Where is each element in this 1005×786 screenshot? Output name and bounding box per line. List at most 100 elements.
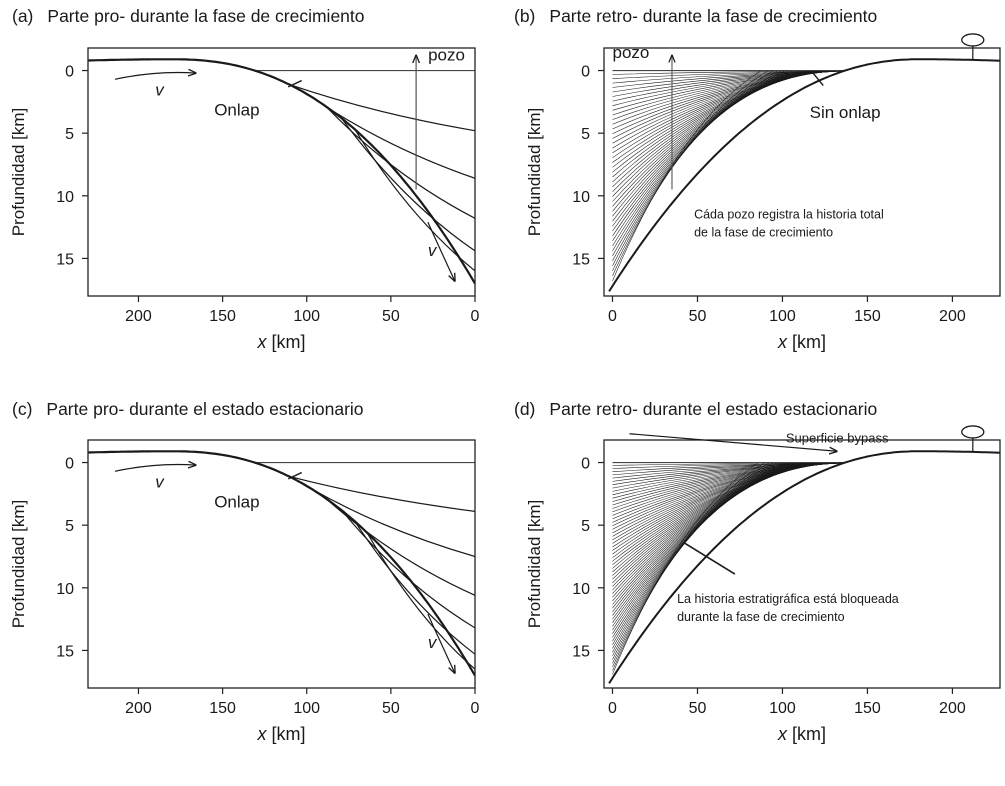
- panel-tag: (c): [12, 399, 33, 419]
- note-line-1: La historia estratigráfica está bloquead…: [677, 592, 899, 606]
- stratum-line: [612, 70, 795, 237]
- x-tick-label: 150: [854, 700, 881, 717]
- sin-onlap-label: Sin onlap: [810, 103, 881, 122]
- panel-d: (d) Parte retro- durante el estado estaci…: [502, 393, 1004, 786]
- x-axis-label: x [km]: [257, 724, 306, 744]
- stratum-line: [612, 462, 769, 668]
- stratum-line: [612, 462, 796, 627]
- stratum-line: [354, 129, 475, 272]
- x-axis-label: x [km]: [257, 332, 306, 352]
- y-tick-label: 10: [572, 189, 590, 206]
- panel-tag: (d): [514, 399, 536, 419]
- y-tick-label: 0: [65, 64, 74, 81]
- y-tick-label: 15: [56, 643, 74, 660]
- panel-title-text: Parte retro- durante el estado estaciona…: [549, 399, 878, 419]
- stratum-line: [612, 462, 799, 620]
- stratum-line: [612, 462, 806, 602]
- x-tick-label: 200: [125, 308, 152, 325]
- stratum-line: [612, 462, 801, 616]
- velocity-arrow: [114, 464, 196, 472]
- velocity-label-bottom: v: [428, 241, 438, 260]
- x-tick-label: 0: [471, 308, 480, 325]
- panel-title: (a)Parte pro- durante la fase de crecimi…: [12, 6, 365, 27]
- stratum-line: [612, 70, 790, 247]
- onlap-label: Onlap: [214, 493, 259, 512]
- stratum-line: [612, 70, 807, 207]
- stratum-line: [612, 462, 765, 671]
- bypass-arrow: [629, 433, 836, 452]
- note-line-2: de la fase de crecimiento: [694, 225, 833, 239]
- axes-frame: [87, 47, 476, 297]
- x-tick-label: 150: [209, 308, 236, 325]
- surface-line: [608, 450, 1000, 684]
- x-tick-label: 100: [293, 700, 320, 717]
- note-pointer: [683, 542, 736, 575]
- x-tick-label: 0: [471, 700, 480, 717]
- y-axis-label: Profundidad [km]: [9, 500, 28, 629]
- surface-line: [88, 58, 475, 285]
- y-tick-label: 15: [572, 251, 590, 268]
- plot-area: [88, 450, 475, 677]
- x-tick-label: 100: [293, 308, 320, 325]
- note-line-1: Cáda pozo registra la historia total: [694, 207, 884, 221]
- stratum-line: [612, 462, 817, 569]
- y-tick-label: 5: [65, 126, 74, 143]
- stratum-line: [612, 70, 778, 267]
- y-tick-label: 0: [65, 456, 74, 473]
- x-axis-label: x [km]: [777, 724, 826, 744]
- stratum-line: [612, 70, 803, 217]
- stratum-line: [612, 462, 773, 664]
- stratum-line: [341, 117, 475, 252]
- panel-title: (b) Parte retro- durante la fase de creci…: [514, 6, 877, 27]
- y-tick-label: 0: [581, 64, 590, 81]
- panel-tag: (b): [514, 6, 536, 26]
- stratum-line: [341, 509, 475, 629]
- stratum-line: [354, 521, 475, 655]
- y-tick-label: 15: [56, 251, 74, 268]
- note-line-2: durante la fase de crecimiento: [677, 610, 845, 624]
- stratum-line: [612, 462, 818, 566]
- panel-c: (c)Parte pro- durante el estado estacion…: [0, 393, 502, 786]
- y-tick-label: 0: [581, 456, 590, 473]
- plot-area: [608, 58, 1000, 292]
- bypass-label: Superficie bypass: [786, 431, 889, 446]
- stratum-line: [612, 462, 802, 612]
- stratum-line: [326, 106, 475, 219]
- x-tick-label: 200: [125, 700, 152, 717]
- axes-frame: [603, 439, 1001, 689]
- velocity-arrow: [427, 221, 455, 281]
- sin-onlap-pointer: [812, 72, 824, 87]
- x-tick-label: 50: [382, 700, 400, 717]
- y-axis-label: Profundidad [km]: [525, 500, 544, 629]
- stratum-line: [288, 475, 475, 512]
- x-tick-label: 50: [689, 700, 707, 717]
- x-tick-label: 150: [209, 700, 236, 717]
- panel-title-text: Parte retro- durante la fase de crecimie…: [549, 6, 878, 26]
- stratum-line: [612, 70, 761, 282]
- x-tick-label: 0: [608, 700, 617, 717]
- stratum-line: [612, 462, 758, 675]
- stratum-line: [612, 462, 807, 598]
- velocity-label-top: v: [155, 473, 165, 492]
- panel-title: (c)Parte pro- durante el estado estacion…: [12, 399, 364, 420]
- velocity-arrow: [427, 613, 455, 673]
- well-label: pozo: [428, 46, 465, 65]
- stratum-line: [326, 498, 475, 596]
- tree-icon: [961, 425, 985, 439]
- stratum-line: [612, 70, 773, 272]
- y-tick-label: 5: [581, 126, 590, 143]
- panel-tag: (a): [12, 6, 34, 26]
- panel-a: (a)Parte pro- durante la fase de crecimi…: [0, 0, 502, 393]
- stratum-line: [612, 70, 805, 212]
- stratum-line: [612, 70, 797, 232]
- stratum-line: [612, 462, 776, 660]
- x-tick-label: 100: [769, 308, 796, 325]
- x-tick-label: 50: [689, 308, 707, 325]
- axes-frame: [603, 47, 1001, 297]
- y-tick-label: 5: [581, 518, 590, 535]
- y-tick-label: 10: [572, 581, 590, 598]
- y-tick-label: 15: [572, 643, 590, 660]
- velocity-label-bottom: v: [428, 633, 438, 652]
